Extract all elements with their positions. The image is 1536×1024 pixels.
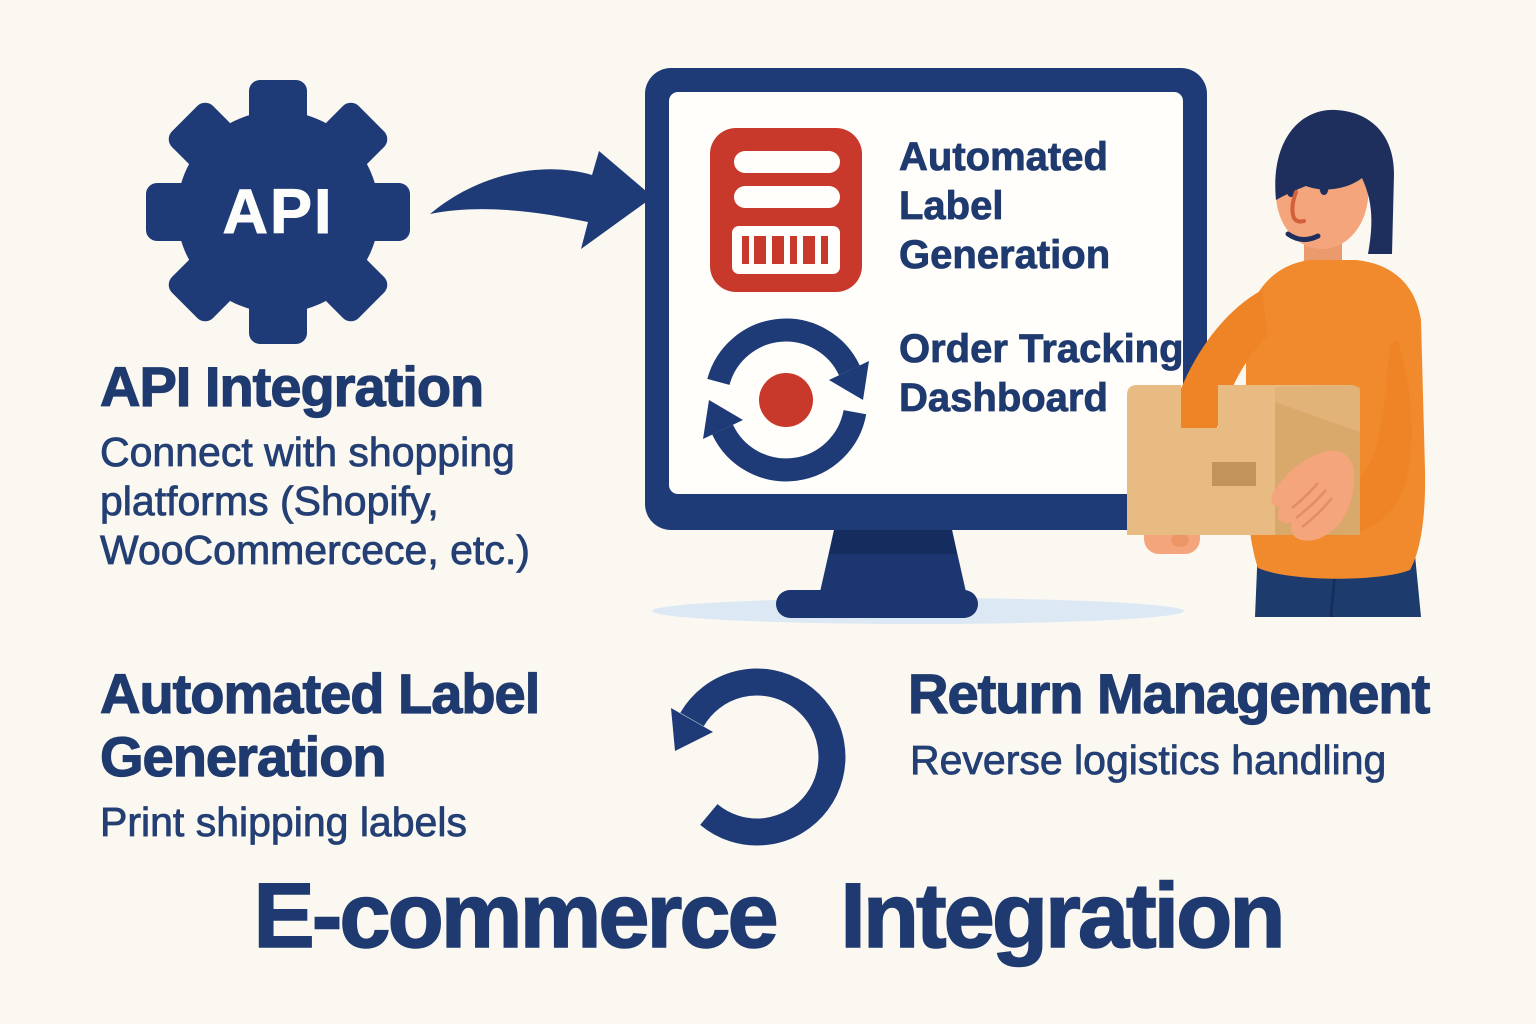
gear-api-label: API [222, 177, 334, 248]
return-management-description: Reverse logistics handling [910, 737, 1387, 784]
curved-arrow-icon [430, 151, 653, 249]
shipping-label-barcode-icon [710, 128, 862, 292]
api-integration-heading: API Integration [99, 354, 484, 418]
sync-arrows-icon [703, 318, 869, 482]
automated-label-description: Print shipping labels [100, 799, 468, 846]
return-management-heading: Return Management [907, 661, 1430, 725]
automated-label-heading: Automated Label Generation [99, 661, 540, 788]
api-integration-description: Connect with shopping platforms (Shopify… [100, 429, 531, 574]
screen-feature-label-generation: Automated Label Generation [899, 135, 1111, 278]
gear-api-icon [146, 80, 410, 344]
return-arrow-icon [671, 668, 846, 846]
person-with-box-illustration [1127, 109, 1426, 618]
page-title: E-commerce Integration [253, 865, 1287, 967]
screen-feature-order-tracking: Order Tracking Dashboard [899, 327, 1184, 421]
